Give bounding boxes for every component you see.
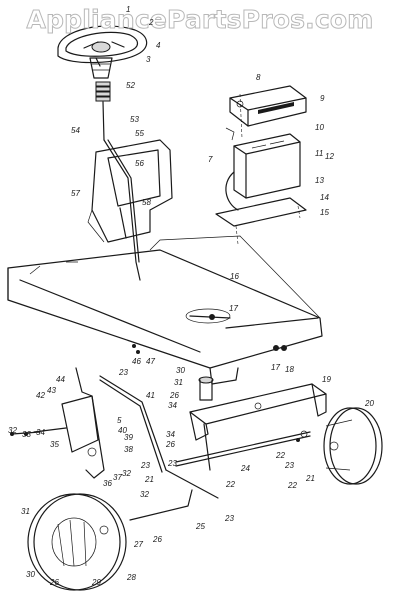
callout: 20 — [364, 399, 374, 408]
callout: 22 — [275, 451, 285, 460]
callout: 38 — [124, 445, 133, 454]
callout: 34 — [36, 428, 45, 437]
wheel-left — [27, 493, 127, 591]
callout: 30 — [176, 366, 185, 375]
callout: 32 — [122, 469, 131, 478]
drag-link — [99, 375, 219, 521]
callout: 1 — [126, 5, 130, 14]
callout: 30 — [26, 570, 35, 579]
callout: 13 — [315, 176, 324, 185]
callout: 31 — [174, 378, 183, 387]
callout: 32 — [8, 426, 17, 435]
steering-wheel — [57, 25, 148, 67]
callout: 35 — [50, 440, 59, 449]
callout: 15 — [320, 208, 329, 217]
callout: 25 — [195, 522, 205, 531]
callout: 23 — [140, 461, 150, 470]
callout: 39 — [124, 433, 133, 442]
battery-cover — [229, 85, 307, 127]
callout: 34 — [166, 430, 175, 439]
callout: 37 — [113, 473, 122, 482]
tie-rod — [175, 430, 311, 467]
callout: 28 — [126, 573, 136, 582]
callout: 10 — [315, 123, 324, 132]
battery-tray — [215, 127, 307, 245]
callout: 12 — [325, 152, 334, 161]
front-axle — [189, 383, 327, 441]
callout: 21 — [144, 475, 154, 484]
callout: 27 — [133, 540, 143, 549]
callout: 23 — [224, 514, 234, 523]
callout: 34 — [168, 401, 177, 410]
watermark: AppliancePartsPros.com — [26, 5, 373, 34]
callout: 19 — [322, 375, 331, 384]
wheel-right — [323, 407, 383, 485]
callout: 32 — [140, 490, 149, 499]
callout: 8 — [256, 73, 261, 82]
callout: 29 — [91, 578, 101, 587]
callout: 41 — [146, 391, 155, 400]
callout: 2 — [148, 18, 154, 27]
callout: 36 — [103, 479, 112, 488]
callout: 16 — [230, 272, 239, 281]
steering-gear — [11, 367, 105, 479]
callout: 17 — [229, 304, 238, 313]
callout: 47 — [146, 357, 155, 366]
callout: 24 — [240, 464, 250, 473]
steering-shaft — [102, 101, 141, 281]
callout: 33 — [22, 430, 31, 439]
callout: 14 — [320, 193, 329, 202]
callout: 58 — [142, 198, 151, 207]
steering-bellows — [95, 81, 111, 102]
callout: 11 — [315, 149, 323, 158]
callout: 55 — [135, 129, 144, 138]
callout: 26 — [165, 440, 175, 449]
callout: 22 — [287, 481, 297, 490]
callout: 40 — [118, 426, 127, 435]
callout: 26 — [49, 578, 59, 587]
callout: 43 — [47, 386, 56, 395]
battery — [225, 93, 301, 211]
callout: 23 — [284, 461, 294, 470]
callout: 23 — [167, 459, 177, 468]
callout: 7 — [208, 155, 213, 164]
callout: 22 — [225, 480, 235, 489]
callout: 56 — [135, 159, 144, 168]
callout: 26 — [152, 535, 162, 544]
callout-labels: 1 2 4 3 52 53 54 55 56 57 58 8 9 10 7 11… — [8, 5, 374, 587]
hardware-bolts — [10, 344, 300, 442]
callout: 21 — [305, 474, 315, 483]
callout: 5 — [117, 416, 122, 425]
steering-hub-cap — [89, 57, 113, 79]
callout: 54 — [71, 126, 80, 135]
callout: 18 — [285, 365, 294, 374]
callout: 53 — [130, 115, 139, 124]
callout: 23 — [118, 368, 128, 377]
callout: 42 — [36, 391, 45, 400]
callout: 31 — [21, 507, 30, 516]
chassis-frame — [7, 235, 323, 385]
dash-panel — [87, 139, 173, 243]
callout: 46 — [132, 357, 141, 366]
callout: 26 — [169, 391, 179, 400]
callout: 57 — [71, 189, 80, 198]
callout: 52 — [126, 81, 135, 90]
callout: 9 — [320, 94, 325, 103]
callout: 17 — [271, 363, 280, 372]
callout: 44 — [56, 375, 65, 384]
spindle-left — [198, 376, 214, 471]
callout: 3 — [146, 55, 151, 64]
callout: 4 — [156, 41, 161, 50]
